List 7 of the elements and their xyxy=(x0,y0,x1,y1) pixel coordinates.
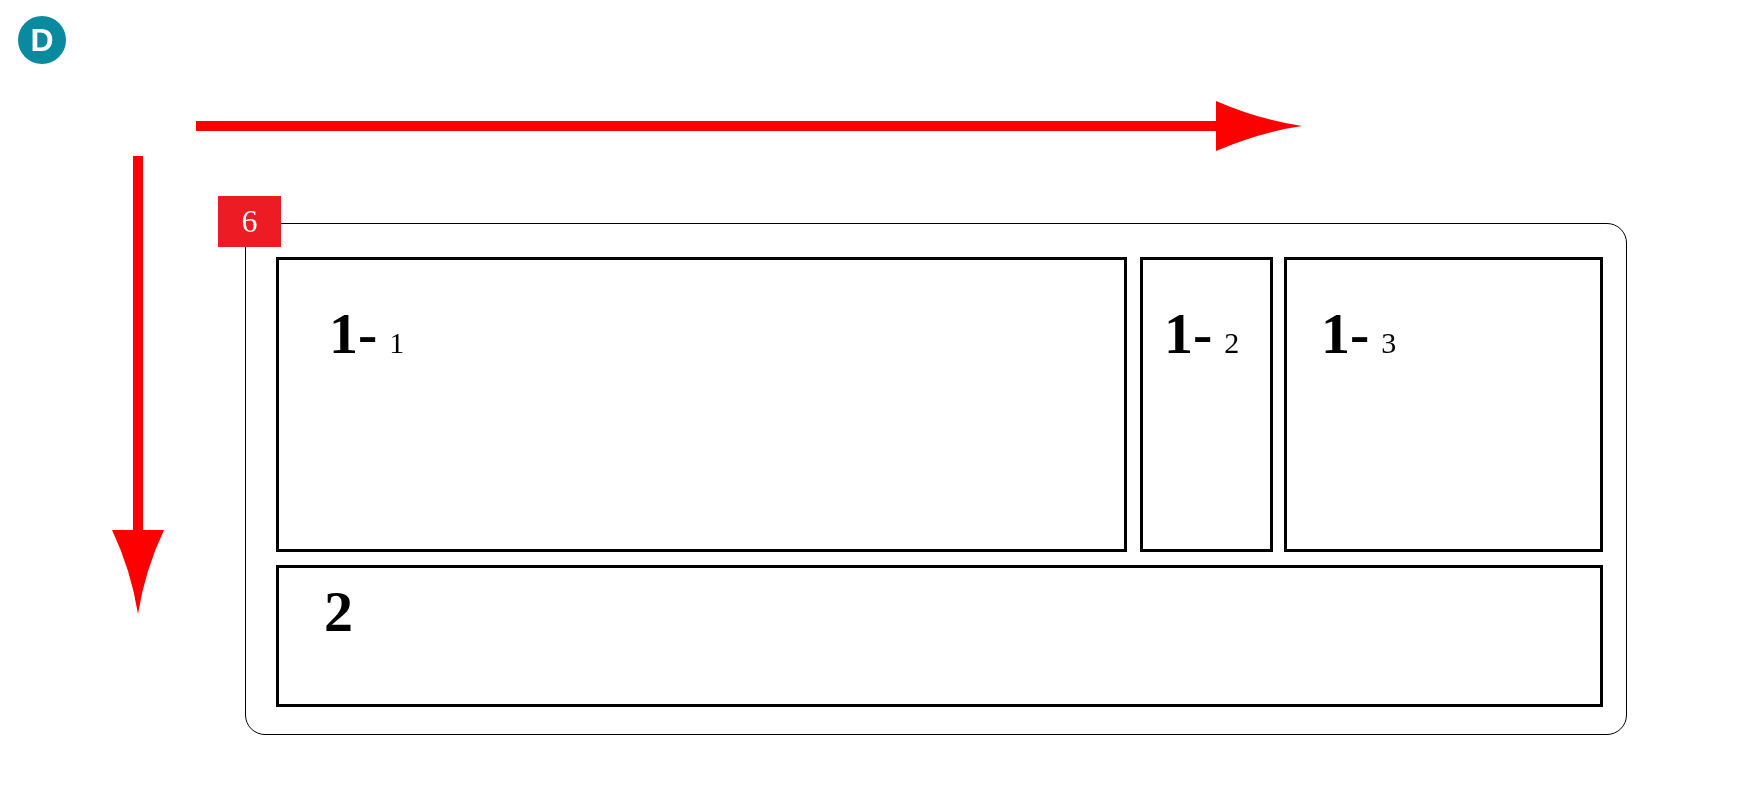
letter-badge: D xyxy=(18,16,66,64)
section-box xyxy=(276,257,1127,552)
section-box xyxy=(276,565,1603,707)
number-tag: 6 xyxy=(218,196,281,247)
section-box xyxy=(1140,257,1273,552)
section-number: 2 xyxy=(324,583,353,641)
section-box xyxy=(1284,257,1603,552)
